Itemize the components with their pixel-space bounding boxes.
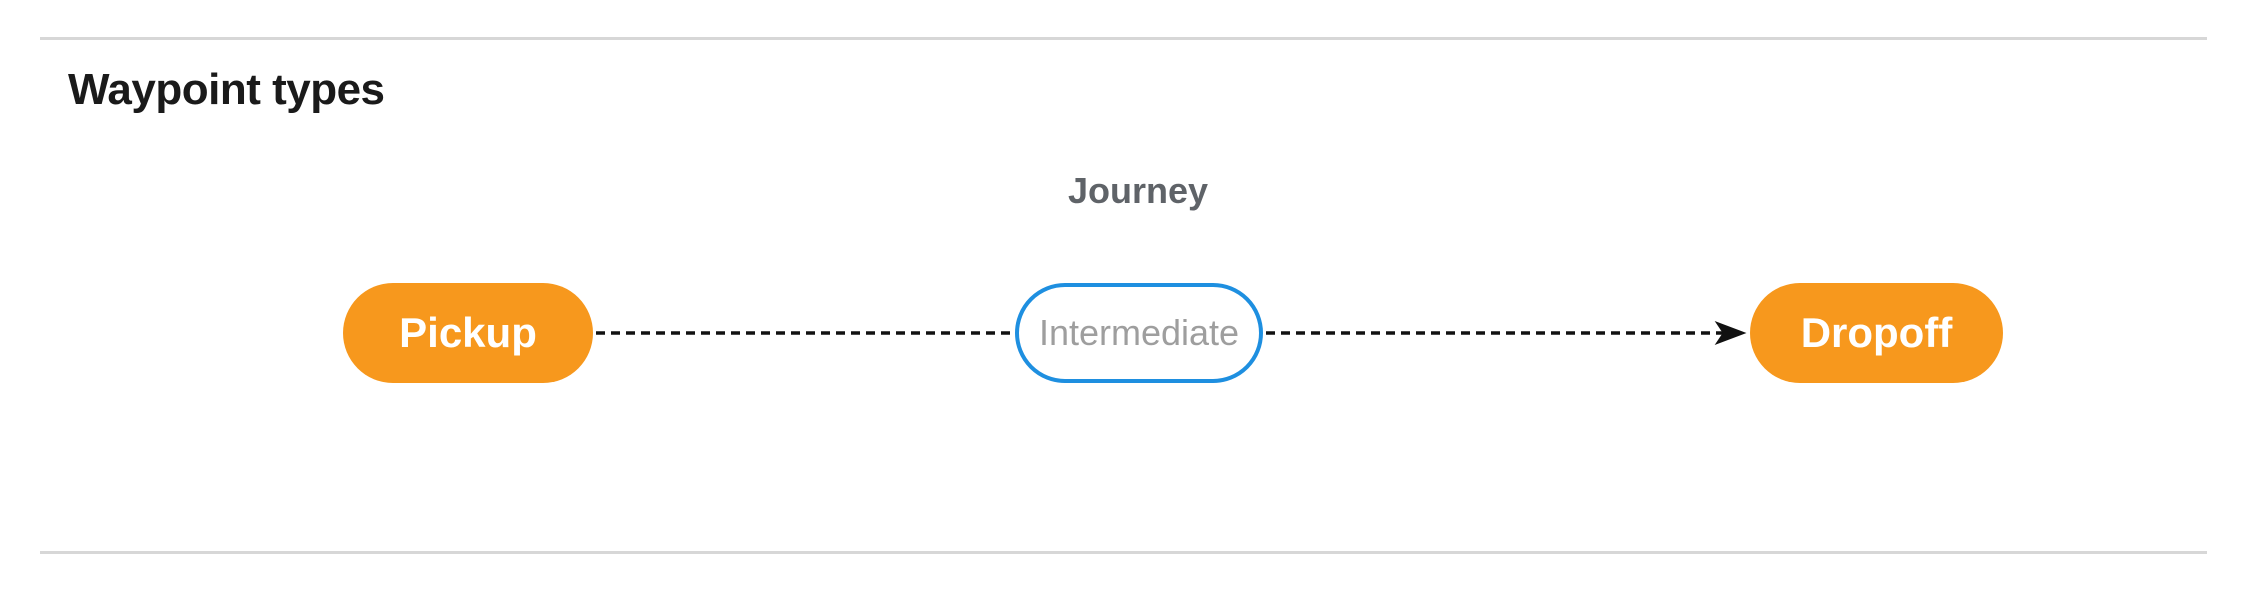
node-dropoff: Dropoff [1750,283,2003,383]
page-title: Waypoint types [68,65,385,114]
node-intermediate: Intermediate [1015,283,1263,383]
node-pickup-label: Pickup [399,309,537,356]
node-intermediate-label: Intermediate [1038,312,1240,353]
journey-diagram-title: Journey [1067,170,1209,211]
node-pickup: Pickup [343,283,593,383]
node-dropoff-label: Dropoff [1800,309,1953,356]
bottom-divider [40,551,2207,554]
top-divider [40,37,2207,40]
